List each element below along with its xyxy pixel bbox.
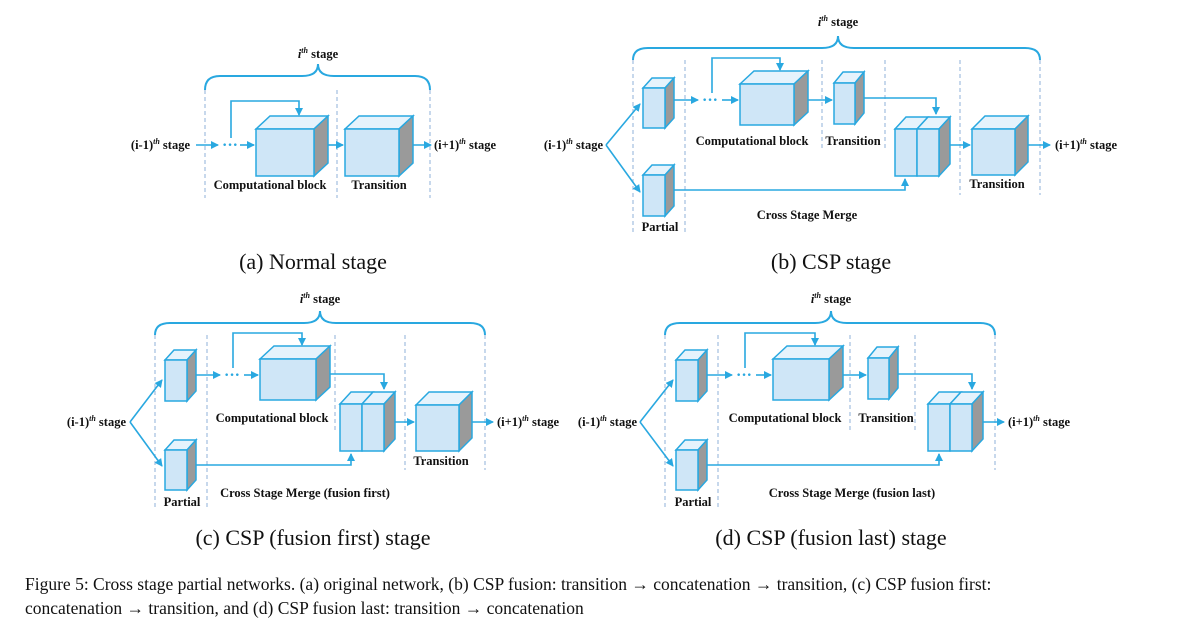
- panel-b-stage-label: ith stage: [818, 14, 859, 29]
- panel-c-concat-block: [338, 390, 397, 453]
- panel-c-stage-label: ith stage: [300, 291, 341, 306]
- panel-a-normal-stage: ith stage (i-1)th stage ··· (i+1)th stag…: [131, 46, 497, 274]
- panel-c-split-arrow-top: [129, 379, 163, 423]
- panel-d-partial-label: Partial: [675, 495, 712, 509]
- panel-c-computational-block: [258, 344, 332, 402]
- panel-b-prev-stage-label: (i-1)th stage: [544, 137, 604, 152]
- panel-d-prev-stage-label: (i-1)th stage: [578, 414, 638, 429]
- panel-a-transition-label: Transition: [351, 178, 406, 192]
- panel-b-skip-arrow: [711, 57, 784, 93]
- panel-b-transition-block-2: [970, 114, 1030, 177]
- panel-b-dots: ···: [702, 92, 718, 109]
- panel-c-prev-stage-label: (i-1)th stage: [67, 414, 127, 429]
- panel-b-subtitle: (b) CSP stage: [771, 249, 891, 274]
- panel-b-csp-stage: ith stage (i-1)th stage Partial ···: [544, 14, 1118, 274]
- panel-a-computational-block: [254, 114, 330, 178]
- panel-b-transition-block-1: [832, 69, 866, 127]
- panel-d-split-arrow-top: [639, 379, 674, 423]
- panel-d-stage-brace: [664, 310, 996, 336]
- panel-b-split-arrow-top: [605, 103, 641, 146]
- panel-d-partial-top-block: [674, 348, 709, 403]
- panel-c-merge-arrow-bottom: [196, 453, 355, 466]
- panel-b-split-arrow-bottom: [605, 144, 641, 193]
- panel-b-stage-brace: [632, 35, 1041, 61]
- panel-d-stage-label: ith stage: [811, 291, 852, 306]
- panel-d-csp-fusion-last: ith stage (i-1)th stage Partial ···: [578, 291, 1071, 550]
- panel-a-dots: ···: [222, 137, 238, 154]
- panel-c-split-arrow-bottom: [129, 421, 163, 467]
- panel-c-merge-arrow-top: [330, 373, 388, 390]
- panel-b-concat-block: [893, 115, 952, 178]
- panel-c-dots: ···: [224, 367, 240, 384]
- panel-b-computational-block: [738, 69, 810, 127]
- panel-a-stage-brace: [204, 63, 431, 91]
- panel-c-cross-stage-merge-label: Cross Stage Merge (fusion first): [220, 486, 390, 500]
- panel-a-transition-block: [343, 114, 415, 178]
- panel-d-next-stage-label: (i+1)th stage: [1008, 414, 1070, 429]
- panel-b-merge-arrow-bottom: [674, 178, 909, 191]
- panel-c-partial-bottom-block: [163, 438, 198, 492]
- panel-d-merge-arrow-top: [898, 373, 976, 390]
- panel-d-partial-bottom-block: [674, 438, 709, 492]
- panel-b-partial-label: Partial: [642, 220, 679, 234]
- panel-c-computational-block-label: Computational block: [216, 411, 329, 425]
- panel-c-stage-brace: [154, 310, 486, 336]
- panel-a-prev-stage-label: (i-1)th stage: [131, 137, 191, 152]
- panel-b-partial-bottom-block: [641, 163, 676, 218]
- panel-d-cross-stage-merge-label: Cross Stage Merge (fusion last): [769, 486, 935, 500]
- panel-b-partial-top-block: [641, 76, 676, 130]
- panel-d-merge-arrow-bottom: [707, 453, 943, 466]
- panel-d-computational-block: [771, 344, 845, 402]
- panel-c-transition-block: [414, 390, 474, 453]
- panel-d-subtitle: (d) CSP (fusion last) stage: [715, 525, 946, 550]
- panel-b-merge-arrow-top: [864, 97, 940, 115]
- panel-b-transition-label-1: Transition: [825, 134, 880, 148]
- panel-c-partial-label: Partial: [164, 495, 201, 509]
- panel-c-skip-arrow: [232, 332, 306, 368]
- panel-c-next-stage-label: (i+1)th stage: [497, 414, 559, 429]
- panel-c-transition-label: Transition: [413, 454, 468, 468]
- panel-d-split-arrow-bottom: [639, 421, 674, 467]
- figure-caption-line-1: Figure 5: Cross stage partial networks. …: [25, 574, 991, 594]
- panel-c-partial-top-block: [163, 348, 198, 403]
- figure-caption-line-2: concatenation → transition, and (d) CSP …: [25, 598, 584, 618]
- panel-b-next-stage-label: (i+1)th stage: [1055, 137, 1117, 152]
- panel-a-skip-arrow: [230, 100, 303, 138]
- panel-d-transition-label: Transition: [858, 411, 913, 425]
- panel-a-subtitle: (a) Normal stage: [239, 249, 387, 274]
- panel-a-stage-label: ith stage: [298, 46, 339, 61]
- panel-d-transition-block: [866, 344, 900, 402]
- panel-d-computational-block-label: Computational block: [729, 411, 842, 425]
- panel-d-dots: ···: [736, 367, 752, 384]
- panel-a-computational-block-label: Computational block: [214, 178, 327, 192]
- panel-b-cross-stage-merge-label: Cross Stage Merge: [757, 208, 858, 222]
- panel-b-transition-label-2: Transition: [969, 177, 1024, 191]
- panel-d-concat-block: [926, 390, 985, 453]
- panel-d-skip-arrow: [744, 332, 819, 368]
- panel-c-csp-fusion-first: ith stage (i-1)th stage Partial ···: [67, 291, 560, 550]
- panel-c-subtitle: (c) CSP (fusion first) stage: [195, 525, 430, 550]
- panel-a-next-stage-label: (i+1)th stage: [434, 137, 496, 152]
- panel-b-computational-block-label: Computational block: [696, 134, 809, 148]
